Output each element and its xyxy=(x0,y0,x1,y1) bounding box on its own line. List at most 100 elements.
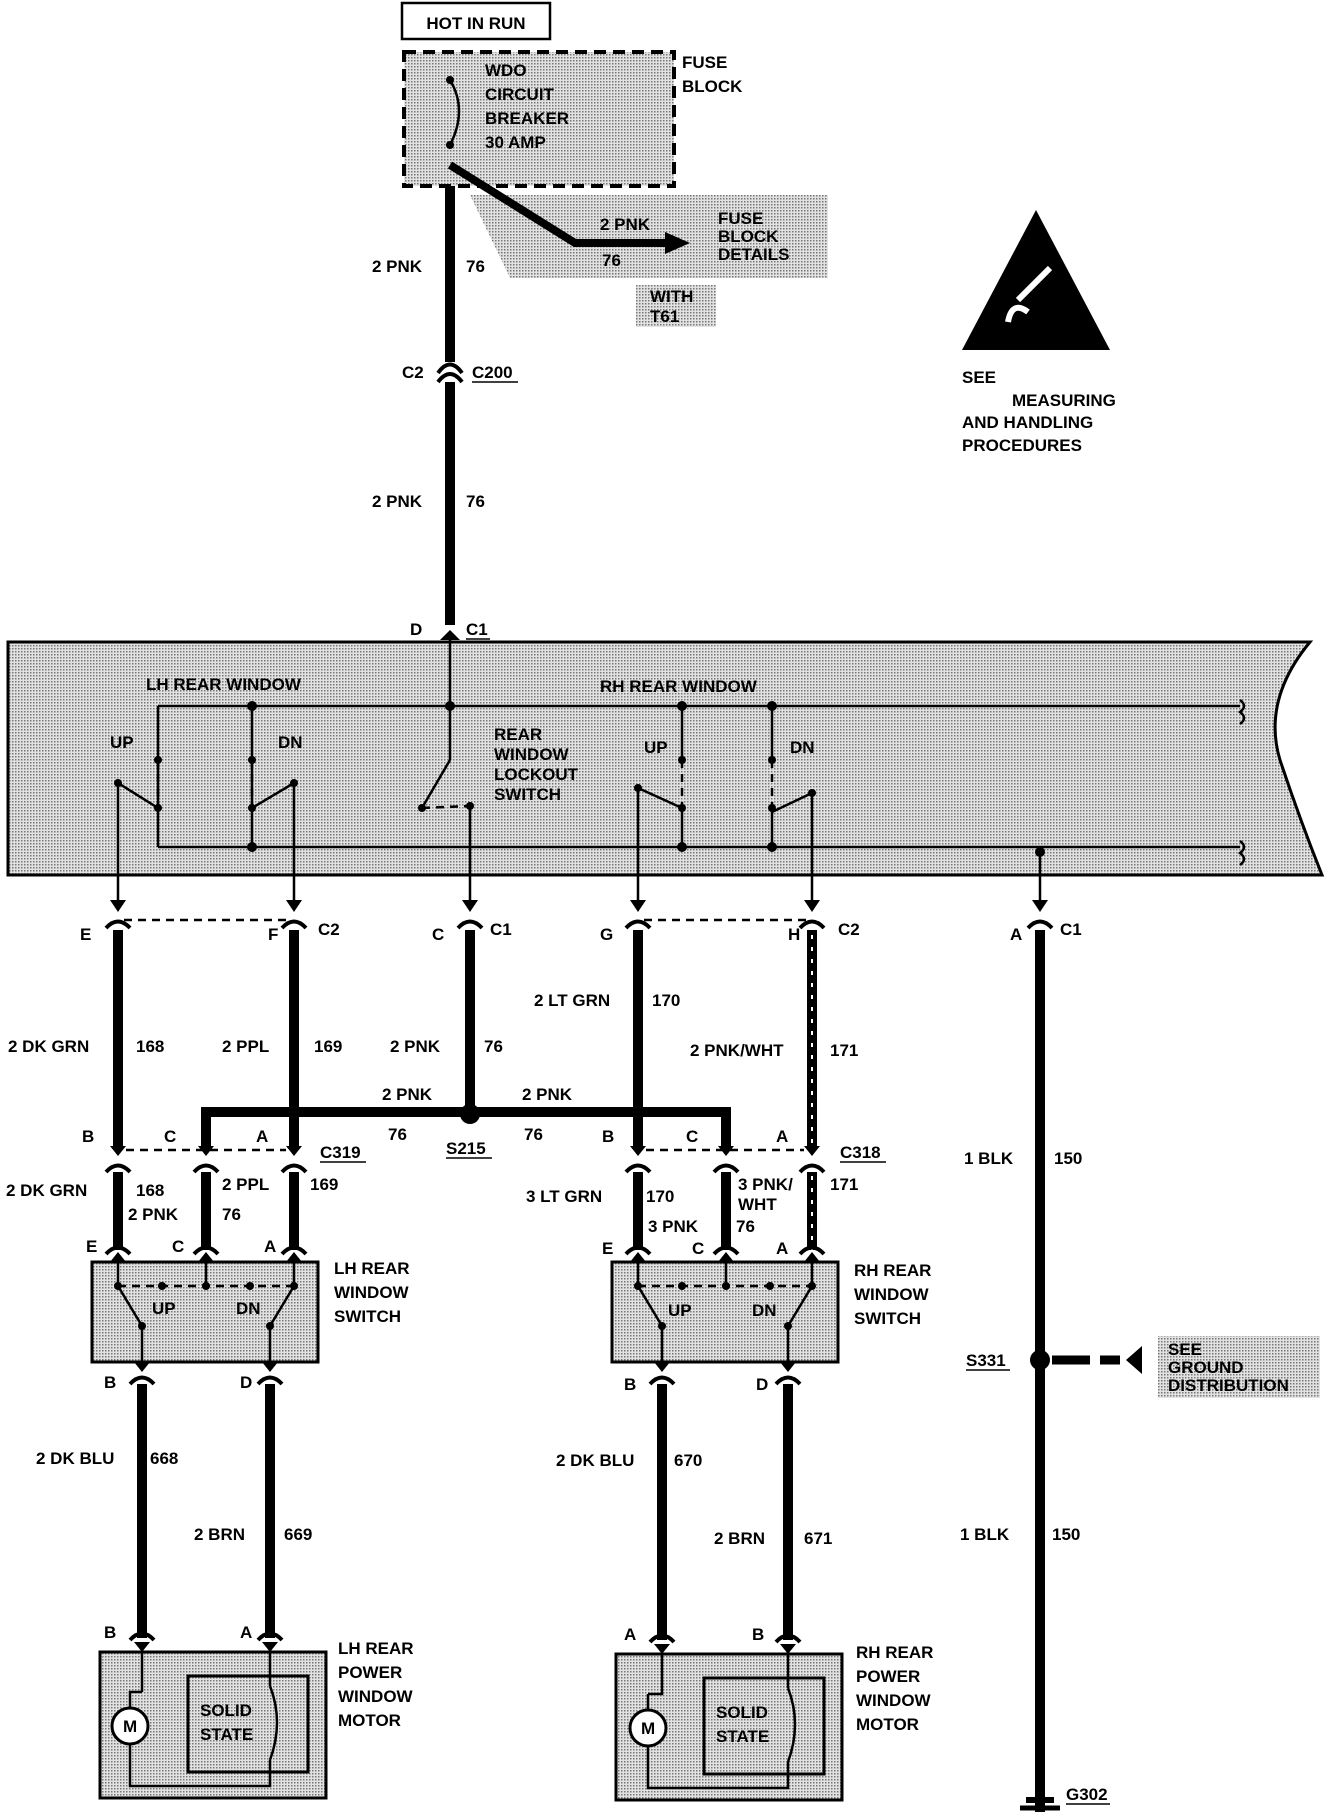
lh-sw-pin-a: A xyxy=(264,1237,276,1256)
rh-ltgrn-mid: 3 LT GRN xyxy=(526,1187,602,1206)
rh-sw-title-1: RH REAR xyxy=(854,1261,931,1280)
lh-sw-pin-c: C xyxy=(172,1237,184,1256)
lh-solid-state-2: STATE xyxy=(200,1725,253,1744)
lh-dn-label: DN xyxy=(278,733,303,752)
rh-solid-state-2: STATE xyxy=(716,1727,769,1746)
lh-rear-window-title: LH REAR WINDOW xyxy=(146,675,302,694)
out-pin-f: F xyxy=(268,925,278,944)
breaker-line-3: BREAKER xyxy=(485,109,569,128)
rh-sw-pin-e: E xyxy=(602,1239,613,1258)
esd-line-4: PROCEDURES xyxy=(962,436,1082,455)
s331-id: S331 xyxy=(966,1351,1006,1370)
c319-pin-a: A xyxy=(256,1127,268,1146)
blk-lower-c: 150 xyxy=(1052,1525,1080,1544)
ground-see-2: GROUND xyxy=(1168,1358,1244,1377)
feed-circuit-1: 76 xyxy=(466,257,485,276)
lockout-line-4: SWITCH xyxy=(494,785,561,804)
rh-sw-pin-d: D xyxy=(756,1375,768,1394)
rh-sw-dn: DN xyxy=(752,1301,777,1320)
lh-sw-pin-e: E xyxy=(86,1237,97,1256)
master-output-arrows xyxy=(110,900,1048,912)
lower-wires: 2 DK BLU 668 2 BRN 669 2 DK BLU 670 2 BR… xyxy=(36,1384,832,1640)
rh-ltgrn-upper-c: 170 xyxy=(652,991,680,1010)
lh-ppl-upper-c: 169 xyxy=(314,1037,342,1056)
splice-left-label: 2 PNK xyxy=(382,1085,433,1104)
lh-up-label: UP xyxy=(110,733,134,752)
fuse-details-2: BLOCK xyxy=(718,227,779,246)
lockout-line-3: LOCKOUT xyxy=(494,765,579,784)
ground-see-3: DISTRIBUTION xyxy=(1168,1376,1289,1395)
out-pin-h: H xyxy=(788,925,800,944)
esd-line-2: MEASURING xyxy=(1012,391,1116,410)
lh-solid-state-1: SOLID xyxy=(200,1701,252,1720)
lh-sw-pin-d: D xyxy=(240,1373,252,1392)
lh-sw-pin-b: B xyxy=(104,1373,116,1392)
c200-id: C200 xyxy=(472,363,513,382)
rh-motor-pin-a: A xyxy=(624,1625,636,1644)
rh-dkblu: 2 DK BLU xyxy=(556,1451,634,1470)
lh-dkblu-c: 668 xyxy=(150,1449,178,1468)
lh-motor-title-4: MOTOR xyxy=(338,1711,401,1730)
out-pin-a: A xyxy=(1010,925,1022,944)
fuse-block-label-2: BLOCK xyxy=(682,77,743,96)
rh-dkblu-c: 670 xyxy=(674,1451,702,1470)
lh-sw-title-3: SWITCH xyxy=(334,1307,401,1326)
rh-motor-title-3: WINDOW xyxy=(856,1691,932,1710)
feed-circuit-2: 76 xyxy=(466,492,485,511)
breaker-line-1: WDO xyxy=(485,61,527,80)
rh-brn-c: 671 xyxy=(804,1529,832,1548)
lh-brn-c: 669 xyxy=(284,1525,312,1544)
c319-id: C319 xyxy=(320,1143,361,1162)
mid-pnk-upper: 2 PNK xyxy=(390,1037,441,1056)
lh-motor-pin-a: A xyxy=(240,1623,252,1642)
rh-pnkwht-mid-1: 3 PNK/ xyxy=(738,1175,793,1194)
splice-id: S215 xyxy=(446,1139,486,1158)
out-c1-mid: C1 xyxy=(490,920,512,939)
blk-lower: 1 BLK xyxy=(960,1525,1010,1544)
splice-s215: 2 PNK 76 2 PNK 76 S215 xyxy=(201,1085,731,1159)
feed-gauge-2: 2 PNK xyxy=(372,492,423,511)
fuse-block: WDO CIRCUIT BREAKER 30 AMP FUSE BLOCK xyxy=(402,50,743,188)
lh-sw-title-2: WINDOW xyxy=(334,1283,410,1302)
lh-dkgrn-upper-c: 168 xyxy=(136,1037,164,1056)
g302-id: G302 xyxy=(1066,1785,1108,1804)
c319-pin-c: C xyxy=(164,1127,176,1146)
output-connectors: E F C2 C C1 G H C2 A C1 xyxy=(80,918,1082,944)
fuse-details-3: DETAILS xyxy=(718,245,789,264)
lh-dkgrn-upper: 2 DK GRN xyxy=(8,1037,89,1056)
rh-motor-title-2: POWER xyxy=(856,1667,920,1686)
lh-ppl-mid: 2 PPL xyxy=(222,1175,269,1194)
c319-pin-b: B xyxy=(82,1127,94,1146)
with-option-2: T61 xyxy=(650,307,679,326)
fuse-block-details-branch: 2 PNK 76 FUSE BLOCK DETAILS WITH T61 xyxy=(447,161,828,327)
rh-motor-pin-b: B xyxy=(752,1625,764,1644)
rh-motor-title-1: RH REAR xyxy=(856,1643,933,1662)
mid-pnk-upper-c: 76 xyxy=(484,1037,503,1056)
branch-gauge: 2 PNK xyxy=(600,215,651,234)
splice-right-label: 2 PNK xyxy=(522,1085,573,1104)
lh-motor-title-1: LH REAR xyxy=(338,1639,414,1658)
rh-ltgrn-upper: 2 LT GRN xyxy=(534,991,610,1010)
splice-right-c: 76 xyxy=(524,1125,543,1144)
rh-pnkwht-mid-2: WHT xyxy=(738,1195,777,1214)
splice-left-c: 76 xyxy=(388,1125,407,1144)
ground-see-1: SEE xyxy=(1168,1340,1202,1359)
lh-sw-up: UP xyxy=(152,1299,176,1318)
rh-motor-m-label: M xyxy=(641,1719,655,1738)
rh-sw-title-3: SWITCH xyxy=(854,1309,921,1328)
out-c2-right: C2 xyxy=(838,920,860,939)
out-pin-g: G xyxy=(600,925,613,944)
fuse-block-label-1: FUSE xyxy=(682,53,727,72)
rh-motor-title-4: MOTOR xyxy=(856,1715,919,1734)
lh-dkgrn-mid: 2 DK GRN xyxy=(6,1181,87,1200)
branch-circuit: 76 xyxy=(602,251,621,270)
lh-pnk-mid-c: 76 xyxy=(222,1205,241,1224)
rh-sw-pin-b: B xyxy=(624,1375,636,1394)
feed-pin-d: D xyxy=(410,620,422,639)
lh-sw-title-1: LH REAR xyxy=(334,1259,410,1278)
rh-up-label: UP xyxy=(644,738,668,757)
lh-rear-power-window-motor: B A M SOLID STATE LH REAR POWER WINDOW M… xyxy=(98,1623,414,1800)
circuit-breaker-symbol xyxy=(448,79,461,146)
rh-ltgrn-mid-c: 170 xyxy=(646,1187,674,1206)
lh-sw-dn: DN xyxy=(236,1299,261,1318)
